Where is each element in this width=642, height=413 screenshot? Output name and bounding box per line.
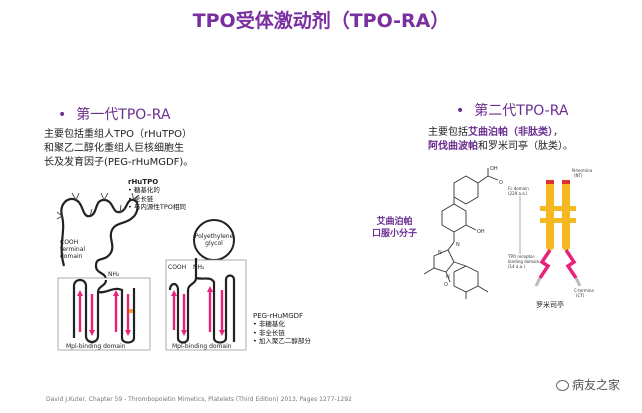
mpl-domain-box <box>57 277 151 351</box>
page-title: TPO受体激动剂（TPO-RA） <box>192 10 450 32</box>
rhutpo-cooh-label-1: COOH <box>60 239 78 246</box>
rhutpo-arrowheads <box>77 290 131 336</box>
bullet-icon: • <box>58 107 67 123</box>
peg-nh2-label: NH₂ <box>193 264 205 271</box>
fc-label: C-termina <box>574 288 594 293</box>
gen1-desc-line: 和聚乙二醇化重组人巨核细胞生 <box>44 143 184 154</box>
bullet-icon: • <box>456 103 465 119</box>
rhutpo-legend: rHuTPO 糖基化的 全长链 与内源性TPO相同 <box>128 178 186 212</box>
gen2-description: 主要包括艾曲泊帕（非肽类）， 阿伐曲波帕和罗米司亭（肽类）。 <box>428 126 573 154</box>
ring-mid <box>441 203 467 233</box>
gen1-heading: • 第一代TPO-RA <box>58 104 170 124</box>
ring-pyrazole <box>433 249 455 273</box>
peg-backbone <box>168 258 198 344</box>
tpo-binding-peptides <box>534 249 582 287</box>
peg-list: 非糖基化 非全长链 加入聚乙二醇部分 <box>253 320 311 346</box>
rhutpo-backbone-2 <box>97 287 136 344</box>
fc-label: N-termina <box>572 168 593 173</box>
rhutpo-backbone <box>72 278 108 344</box>
rhutpo-cooh-label-2: terminal <box>60 246 85 253</box>
ring-top <box>453 175 479 205</box>
peg-helices <box>172 290 224 332</box>
atom-o: O <box>499 180 503 186</box>
gen1-desc-line: 主要包括重组人TPO（rHuTPO） <box>44 129 192 140</box>
peg-domain-label: Mpl-binding domain <box>172 343 232 350</box>
peg-item: 非全长链 <box>253 329 311 338</box>
peg-legend: PEG-rHuMGDF 非糖基化 非全长链 加入聚乙二醇部分 <box>253 312 311 346</box>
gen2-desc-highlight: 艾曲泊帕（非肽类） <box>468 127 553 138</box>
gen2-desc-highlight: 阿伐曲波帕 <box>428 141 478 152</box>
atom-n-2: N <box>438 250 442 256</box>
peg-item: 加入聚乙二醇部分 <box>253 337 311 346</box>
eltrombopag-label: 艾曲泊帕 口服小分子 <box>372 216 417 240</box>
gen2-desc-text: 主要包括 <box>428 127 468 138</box>
fc-label: (14 a.a.) <box>508 264 525 269</box>
rhutpo-list: 糖基化的 全长链 与内源性TPO相同 <box>128 186 186 212</box>
eltrombopag-note: 口服小分子 <box>372 229 418 239</box>
fc-label: Fc domain <box>508 186 529 191</box>
peg-cooh-label: COOH <box>168 264 186 271</box>
atom-oh: OH <box>490 166 498 172</box>
rhutpo-helices <box>78 294 130 332</box>
gen1-description: 主要包括重组人TPO（rHuTPO） 和聚乙二醇化重组人巨核细胞生 长及发育因子… <box>44 128 193 170</box>
gen2-desc-text: 和罗米司亭（肽类）。 <box>478 141 573 152</box>
atom-oh-2: OH <box>477 229 485 235</box>
gen2-desc-line-2: 阿伐曲波帕和罗米司亭（肽类）。 <box>428 140 573 154</box>
peg-title: PEG-rHuMGDF <box>253 312 304 320</box>
atom-n-3: N <box>446 274 450 280</box>
fc-label: (NT) <box>574 173 583 178</box>
rhutpo-item: 全长链 <box>128 195 186 204</box>
fc-chains <box>540 180 576 250</box>
fc-label: (CT) <box>576 293 585 298</box>
gen2-desc-text: ， <box>553 127 563 138</box>
gen2-heading: • 第二代TPO-RA <box>456 100 568 120</box>
peg-backbone-2 <box>195 274 236 344</box>
rhutpo-title: rHuTPO <box>128 178 159 186</box>
gen1-heading-text: 第一代TPO-RA <box>76 107 171 123</box>
peg-item: 非糖基化 <box>253 320 311 329</box>
peg-diagram: Polyethylene glycol COOH NH₂ Mpl-binding… <box>165 219 247 351</box>
rhutpo-diagram: COOH terminal domain NH₂ Mpl-binding dom… <box>56 192 151 351</box>
citation-footer: David J.Kuter, Chapter 59 - Thrombopoiet… <box>46 396 352 403</box>
eltrombopag-structure: OH O OH N N N O <box>423 166 503 299</box>
glycan-branches <box>56 192 140 220</box>
rhutpo-domain-label: Mpl-binding domain <box>66 343 126 350</box>
disulfide-mark <box>129 309 133 313</box>
wechat-icon <box>556 380 569 391</box>
watermark: 病友之家 <box>556 376 620 393</box>
rhutpo-item: 与内源性TPO相同 <box>128 203 186 212</box>
peg-glycol-label-1: Polyethylene <box>195 233 234 240</box>
gen2-heading-text: 第二代TPO-RA <box>474 103 569 119</box>
cooh-tail <box>60 197 139 281</box>
peg-arrowheads <box>171 286 225 336</box>
peg-mpl-box <box>165 259 247 351</box>
fc-label: TPO receptor- <box>507 254 536 259</box>
ring-bottom <box>453 265 479 293</box>
atom-o-2: O <box>444 282 448 288</box>
gen2-desc-line-1: 主要包括艾曲泊帕（非肽类）， <box>428 126 573 140</box>
fc-label: (229 a.a.) <box>508 191 528 196</box>
rhutpo-item: 糖基化的 <box>128 186 186 195</box>
romiplostim-structure: N-termina (NT) Fc domain (229 a.a.) TPO … <box>507 168 594 298</box>
atom-n: N <box>456 242 460 248</box>
rhutpo-nh2-label: NH₂ <box>108 271 120 278</box>
watermark-text: 病友之家 <box>572 378 621 392</box>
peg-glycol-label-2: glycol <box>205 240 223 247</box>
romiplostim-label: 罗米司亭 <box>536 301 564 309</box>
rhutpo-cooh-label-3: domain <box>60 253 83 260</box>
eltrombopag-name: 艾曲泊帕 <box>376 217 413 227</box>
gen1-desc-line: 长及发育因子(PEG-rHuMGDF)。 <box>44 157 194 168</box>
fc-label: binding domain <box>508 259 540 264</box>
